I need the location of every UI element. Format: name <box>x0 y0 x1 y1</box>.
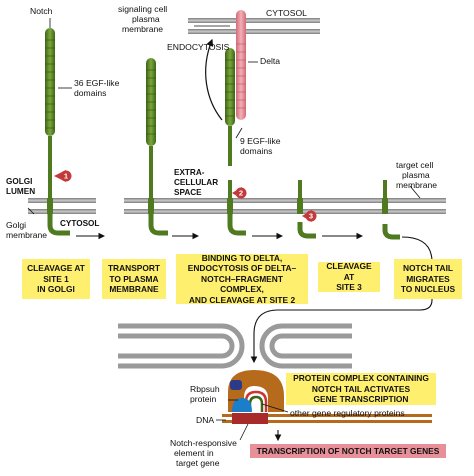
notch-receptor-3 <box>225 48 246 236</box>
box-text-line: SITE 1 <box>43 273 69 284</box>
box-text-line: NOTCH TAIL ACTIVATES <box>311 383 411 394</box>
other-proteins-label: other gene regulatory proteins <box>290 408 405 418</box>
box-text-line: GENE TRANSCRIPTION <box>313 394 409 405</box>
notch-receptor-5 <box>382 180 400 240</box>
cytosol-top-label: CYTOSOL <box>266 8 307 18</box>
box-text-line: AND CLEAVAGE AT SITE 2 <box>188 294 296 305</box>
notch-receptor-1 <box>45 28 70 236</box>
golgi-membrane-bilayer <box>28 198 96 214</box>
box-text-line: MEMBRANE <box>109 284 159 295</box>
notch-receptor-4 <box>297 180 316 239</box>
box-text-line: BINDING TO DELTA, <box>201 252 283 263</box>
svg-text:3: 3 <box>309 212 313 221</box>
notch-responsive-element <box>232 413 268 424</box>
box-text-line: PROTEIN COMPLEX CONTAINING <box>293 373 429 384</box>
box-text-line: NOTCH–FRAGMENT COMPLEX, <box>201 273 283 295</box>
step-binding-delta: BINDING TO DELTA,ENDOCYTOSIS OF DELTA–NO… <box>176 252 308 305</box>
cleavage-site-3: 3 <box>302 210 317 222</box>
cleavage-site-1: 1 <box>54 170 72 182</box>
box-text-line: TO NUCLEUS <box>400 284 456 295</box>
nucleus-migration-arrow <box>250 236 433 364</box>
transcription-box: TRANSCRIPTION OF NOTCH TARGET GENES <box>250 444 446 458</box>
leader-lines <box>27 18 421 441</box>
signaling-cell-membrane <box>188 18 320 34</box>
box-text-line: NOTCH TAIL <box>402 263 454 274</box>
box-text-line: MIGRATES <box>406 273 450 284</box>
box-text-line: CLEAVAGE AT <box>326 261 372 282</box>
delta-label: Delta <box>260 56 280 66</box>
box-text-line: ENDOCYTOSIS OF DELTA– <box>187 263 297 274</box>
notch-label: Notch <box>30 6 53 16</box>
notch-receptor-2 <box>146 58 168 236</box>
box-text-line: CLEAVAGE AT <box>27 263 85 274</box>
svg-text:2: 2 <box>239 189 243 198</box>
box-text-line: TO PLASMA <box>109 273 159 284</box>
nuclear-envelope <box>118 323 352 369</box>
delta-ligand <box>236 10 246 120</box>
box-text-line: TRANSPORT <box>107 263 161 274</box>
box-text-line: SITE 3 <box>336 282 362 293</box>
protein-complex <box>228 370 284 412</box>
cleavage-site-2: 2 <box>232 187 247 199</box>
endocytosis-label: ENDOCYTOSIS <box>167 42 230 52</box>
target-cell-membrane <box>124 198 446 214</box>
svg-text:1: 1 <box>64 172 68 181</box>
endocytosis-arrow <box>205 38 223 121</box>
cytosol-mid-label: CYTOSOL <box>60 219 99 228</box>
dna-label: DNA <box>196 415 214 425</box>
dna-strand <box>222 413 432 424</box>
box-text-line: IN GOLGI <box>37 284 75 295</box>
